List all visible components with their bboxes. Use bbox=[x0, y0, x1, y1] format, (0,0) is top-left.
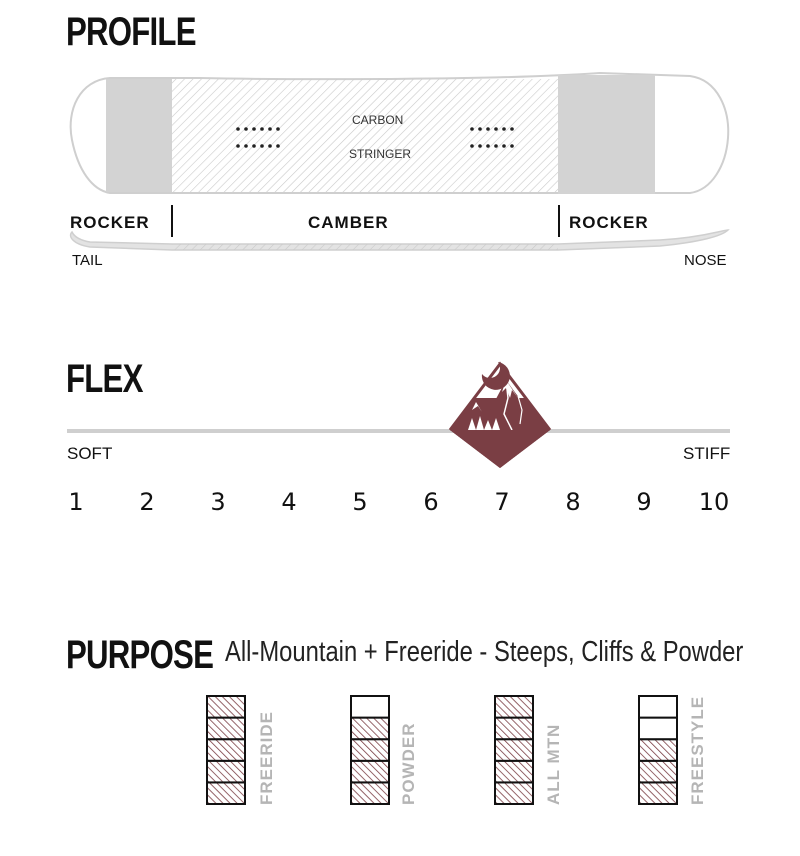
meter-segment-filled bbox=[206, 759, 246, 784]
flex-scale-6: 6 bbox=[423, 488, 439, 516]
meter-label-freeride: FREERIDE bbox=[257, 711, 276, 805]
flex-scale-8: 8 bbox=[565, 488, 581, 516]
meter-segment-filled bbox=[350, 716, 390, 741]
meter-segment-filled bbox=[350, 738, 390, 762]
mountain-diamond-icon bbox=[448, 361, 552, 468]
meter-segment-filled bbox=[638, 738, 678, 762]
flex-scale-4: 4 bbox=[281, 488, 297, 516]
carbon-label: CARBON bbox=[352, 113, 404, 127]
meter-segment-filled bbox=[638, 759, 678, 784]
zone-label-camber: CAMBER bbox=[308, 213, 389, 232]
meter-segment-filled bbox=[494, 759, 534, 784]
binding-inserts-right bbox=[470, 127, 514, 148]
stringer-label: STRINGER bbox=[349, 147, 412, 161]
meter-segment-empty bbox=[638, 716, 678, 741]
zone-label-tail-rocker: ROCKER bbox=[70, 213, 150, 232]
tail-rocker-zone bbox=[106, 79, 172, 192]
flex-scale-5: 5 bbox=[352, 488, 368, 516]
meter-segment-filled bbox=[206, 738, 246, 762]
meter-label-powder: POWDER bbox=[399, 722, 418, 806]
meter-segment-filled bbox=[494, 695, 534, 719]
meter-segment-filled bbox=[350, 759, 390, 784]
meter-graphic bbox=[638, 695, 678, 806]
meter-segment-filled bbox=[350, 781, 390, 806]
nose-label: NOSE bbox=[684, 252, 727, 269]
meter-freestyle bbox=[638, 695, 678, 806]
flex-soft-label: SOFT bbox=[67, 444, 113, 463]
flex-scale-2: 2 bbox=[139, 488, 155, 516]
meter-segment-filled bbox=[206, 716, 246, 741]
meter-label-all-mtn: ALL MTN bbox=[544, 723, 563, 805]
meter-graphic bbox=[350, 695, 390, 806]
meter-segment-filled bbox=[494, 716, 534, 741]
meter-freeride bbox=[206, 695, 246, 806]
flex-scale-1: 1 bbox=[68, 488, 84, 516]
meter-graphic bbox=[206, 695, 246, 806]
flex-heading: FLEX bbox=[66, 357, 143, 401]
meter-segment-empty bbox=[638, 695, 678, 719]
binding-inserts-left bbox=[236, 127, 280, 148]
carbon-stringer-zone bbox=[172, 79, 558, 192]
profile-heading: PROFILE bbox=[66, 10, 197, 54]
meter-all-mtn bbox=[494, 695, 534, 806]
purpose-description: All-Mountain + Freeride - Steeps, Cliffs… bbox=[225, 636, 744, 668]
meter-segment-filled bbox=[206, 781, 246, 806]
flex-scale-10: 10 bbox=[698, 488, 730, 516]
purpose-heading: PURPOSE bbox=[66, 633, 214, 677]
meter-label-freestyle: FREESTYLE bbox=[688, 695, 707, 805]
flex-scale-7: 7 bbox=[494, 488, 510, 516]
meter-segment-filled bbox=[494, 781, 534, 806]
flex-track bbox=[67, 429, 730, 433]
meter-segment-filled bbox=[206, 695, 246, 719]
meter-powder bbox=[350, 695, 390, 806]
snowboard-profile-diagram bbox=[69, 71, 730, 251]
flex-scale-9: 9 bbox=[636, 488, 652, 516]
meter-segment-filled bbox=[494, 738, 534, 762]
zone-label-nose-rocker: ROCKER bbox=[569, 213, 649, 232]
flex-stiff-label: STIFF bbox=[683, 444, 731, 463]
meter-graphic bbox=[494, 695, 534, 806]
nose-rocker-zone bbox=[558, 75, 655, 194]
meter-segment-empty bbox=[350, 695, 390, 719]
flex-scale-3: 3 bbox=[210, 488, 226, 516]
tail-label: TAIL bbox=[72, 252, 103, 269]
meter-segment-filled bbox=[638, 781, 678, 806]
